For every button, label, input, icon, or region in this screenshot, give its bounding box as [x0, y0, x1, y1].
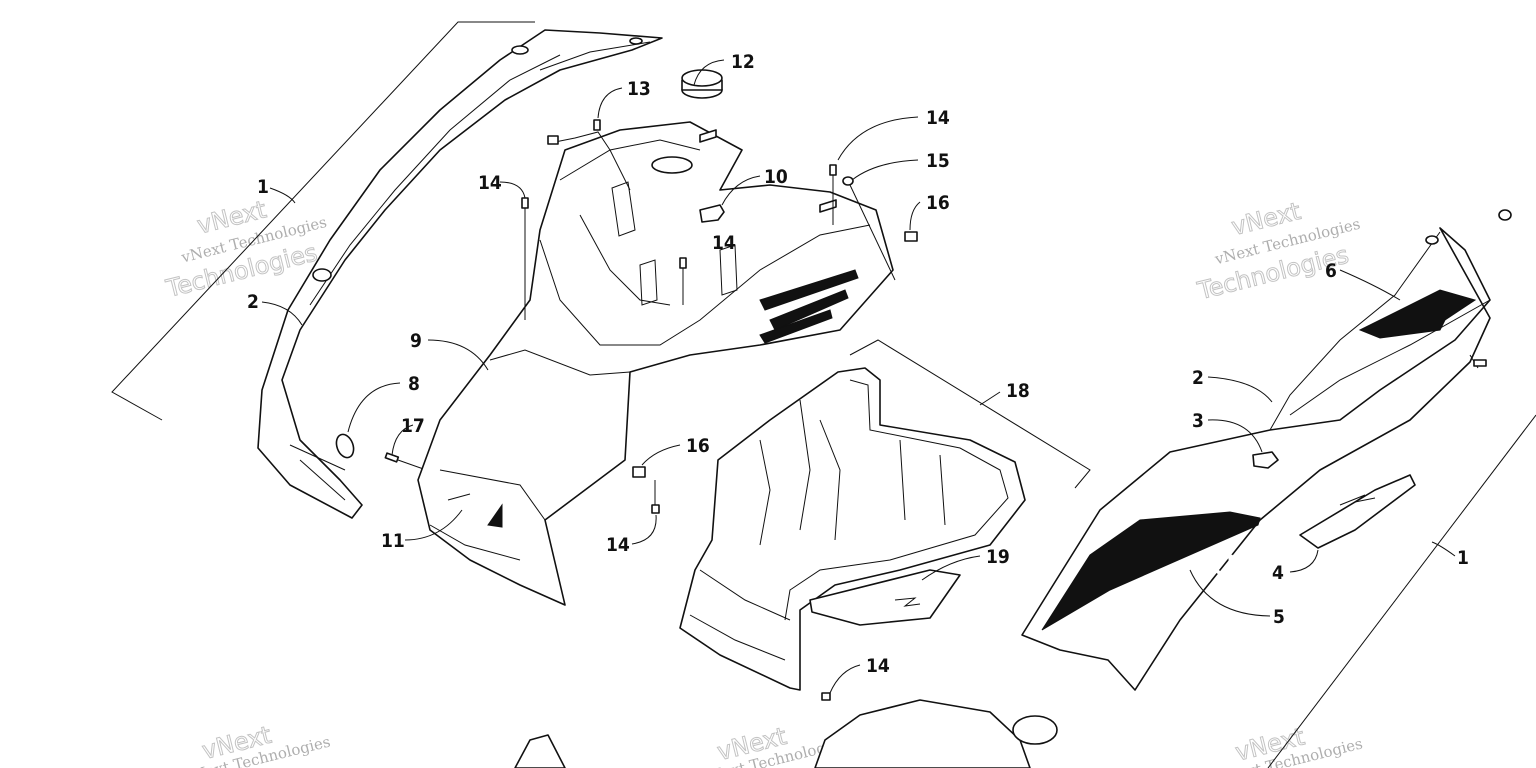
callout-6: 6 [1325, 260, 1337, 282]
callout-17: 17 [401, 415, 425, 437]
left-panel-mount-hole [629, 37, 643, 45]
callout-16-b: 16 [686, 435, 710, 457]
callout-14-b: 14 [712, 232, 736, 254]
callout-18: 18 [1006, 380, 1030, 402]
right-side-panel: ARCTIC CAT [1021, 227, 1491, 691]
push-rivet-15 [842, 176, 896, 281]
left-panel-grommet [312, 268, 332, 282]
callout-4: 4 [1272, 562, 1284, 584]
hood-fill-port [651, 156, 693, 174]
clip-16-lower [632, 466, 646, 478]
hood-decal-10 [699, 204, 725, 223]
callout-14-e: 14 [866, 655, 890, 677]
right-assembly-bracket [1267, 414, 1536, 768]
hood-decal-triangle [487, 503, 503, 528]
callout-1-left: 1 [257, 176, 269, 198]
callout-8: 8 [408, 373, 420, 395]
callout-16-a: 16 [926, 192, 950, 214]
left-side-panel [257, 29, 663, 519]
callout-14-c: 14 [926, 107, 950, 129]
callout-15: 15 [926, 150, 950, 172]
watermark-top-right: vNext vNext Technologies Technologies [1194, 196, 1362, 305]
callout-13: 13 [627, 78, 651, 100]
callout-labels: 1 2 8 17 11 9 14 13 12 10 14 14 15 16 16… [247, 51, 1469, 677]
air-filter [809, 569, 961, 626]
right-panel-black-decal [1358, 289, 1477, 339]
left-panel-mount-hole [511, 45, 529, 55]
callout-9: 9 [410, 330, 422, 352]
screw-14-lower [651, 480, 660, 514]
gas-cap [681, 69, 723, 99]
screw-14-hood-center [679, 257, 687, 305]
small-decal-4 [1299, 474, 1416, 549]
right-panel-mount-hole [1425, 235, 1439, 245]
watermark-bottom-left: vNext vNext Technologies [182, 720, 332, 768]
o-ring [335, 433, 355, 459]
callout-2-right: 2 [1192, 367, 1204, 389]
left-assembly-bracket [111, 21, 535, 421]
screw-14-bottom [821, 692, 831, 701]
callout-19: 19 [986, 546, 1010, 568]
callout-3: 3 [1192, 410, 1204, 432]
watermark-bottom-right: vNext vNext Technologies [1215, 722, 1365, 768]
front-hood [417, 121, 894, 606]
callout-14-a: 14 [478, 172, 502, 194]
bottom-duct [814, 699, 1031, 768]
hose-clamp [1012, 715, 1058, 745]
air-box [679, 367, 1026, 691]
callout-5: 5 [1273, 606, 1285, 628]
callout-11: 11 [381, 530, 405, 552]
right-top-screw [1498, 209, 1512, 221]
screw-14-hood-right [829, 164, 837, 225]
screw-14-hood-left [521, 197, 529, 320]
callout-12: 12 [731, 51, 755, 73]
arctic-cat-decal [1041, 511, 1261, 631]
clip-16-top [904, 231, 918, 242]
callout-14-d: 14 [606, 534, 630, 556]
bottom-left-part [514, 734, 566, 768]
callout-10: 10 [764, 166, 788, 188]
air-box-bracket [849, 339, 1091, 489]
leader-lines [261, 59, 1456, 694]
callout-1-right: 1 [1457, 547, 1469, 569]
right-panel-grommet [1252, 451, 1279, 469]
wire-harness [547, 119, 631, 191]
callout-2-left: 2 [247, 291, 259, 313]
right-panel-clip [1473, 359, 1487, 367]
